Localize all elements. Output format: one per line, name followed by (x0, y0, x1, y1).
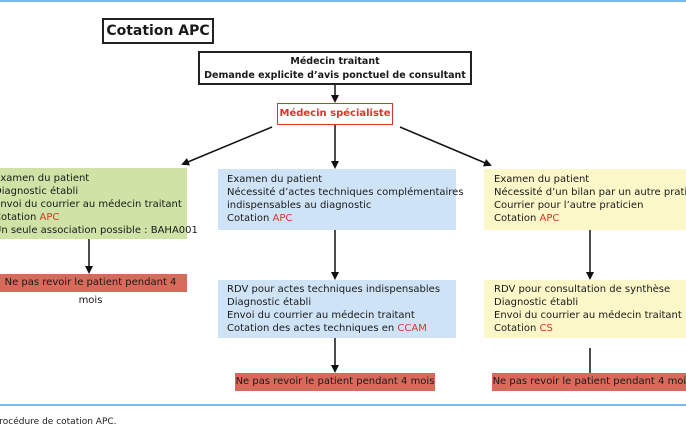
cotation-code: CS (539, 323, 553, 334)
diagram-title: Cotation APC (102, 18, 214, 44)
line-text: Cotation des actes techniques en (227, 323, 398, 334)
specialist-box: Médecin spécialiste (277, 103, 393, 125)
branch-3-followup-line: RDV pour consultation de synthèse (494, 284, 671, 295)
branch-1-line: Un seule association possible : BAHA001 (0, 225, 198, 236)
branch-2-followup-line: Envoi du courrier au médecin traitant (227, 310, 415, 321)
branch-1-line: Envoi du courrier au médecin traitant (0, 199, 182, 210)
branch-3-line: Cotation APC (494, 212, 686, 225)
bottom-rule (0, 404, 686, 406)
branch-2-line: indispensables au diagnostic (227, 200, 372, 211)
branch-2-line: Examen du patient (227, 174, 323, 185)
branch-3-box: Examen du patient Nécessité d’un bilan p… (484, 169, 686, 230)
request-label: Demande explicite d’avis ponctuel de con… (204, 70, 466, 81)
branch-1-box: Examen du patient Diagnostic établi Envo… (0, 168, 198, 239)
referring-doctor-label: Médecin traitant (290, 56, 380, 67)
branch-2-box: Examen du patient Nécessité d’actes tech… (218, 169, 464, 230)
line-text: Cotation (227, 213, 273, 224)
referring-doctor-box: Médecin traitant Demande explicite d’avi… (198, 51, 472, 85)
branch-1-line: Diagnostic établi (0, 186, 79, 197)
branch-2-followup-line: Diagnostic établi (227, 297, 312, 308)
branch-3-line: Examen du patient (494, 174, 590, 185)
branch-1-outcome: Ne pas revoir le patient pendant 4 mois (0, 274, 187, 306)
arrow-specialist-to-branch-3 (399, 126, 492, 167)
top-rule (0, 0, 686, 2)
arrow-specialist-to-branch-1 (181, 126, 273, 166)
branch-3-line: Nécessité d’un bilan par un autre pratic… (494, 187, 686, 198)
cotation-code: APC (539, 213, 560, 224)
cotation-code: APC (272, 213, 293, 224)
branch-2-line: Nécessité d’actes techniques complémenta… (227, 187, 464, 198)
branch-2-followup-line: Cotation des actes techniques en CCAM (227, 322, 456, 335)
branch-3-followup-line: Envoi du courrier au médecin traitant (494, 310, 682, 321)
cotation-code: APC (39, 212, 60, 223)
branch-3-outcome: Ne pas revoir le patient pendant 4 mois (492, 373, 686, 391)
figure-caption: Procédure de cotation APC. (0, 417, 117, 427)
branch-2-line: Cotation APC (227, 212, 456, 225)
branch-3-followup-box: RDV pour consultation de synthèse Diagno… (484, 280, 686, 338)
branch-3-followup-line: Cotation CS (494, 322, 686, 335)
branch-1-line: Cotation APC (0, 211, 187, 224)
cotation-code: CCAM (397, 323, 427, 334)
branch-2-followup-line: RDV pour actes techniques indispensables (227, 284, 441, 295)
branch-3-followup-line: Diagnostic établi (494, 297, 579, 308)
line-text: Cotation (494, 323, 540, 334)
branch-2-outcome: Ne pas revoir le patient pendant 4 mois (235, 373, 435, 391)
branch-1-line: Examen du patient (0, 173, 90, 184)
line-text: Cotation (0, 212, 37, 223)
branch-2-followup-box: RDV pour actes techniques indispensables… (218, 280, 456, 338)
branch-3-line: Courrier pour l’autre praticien (494, 200, 644, 211)
line-text: Cotation (494, 213, 540, 224)
